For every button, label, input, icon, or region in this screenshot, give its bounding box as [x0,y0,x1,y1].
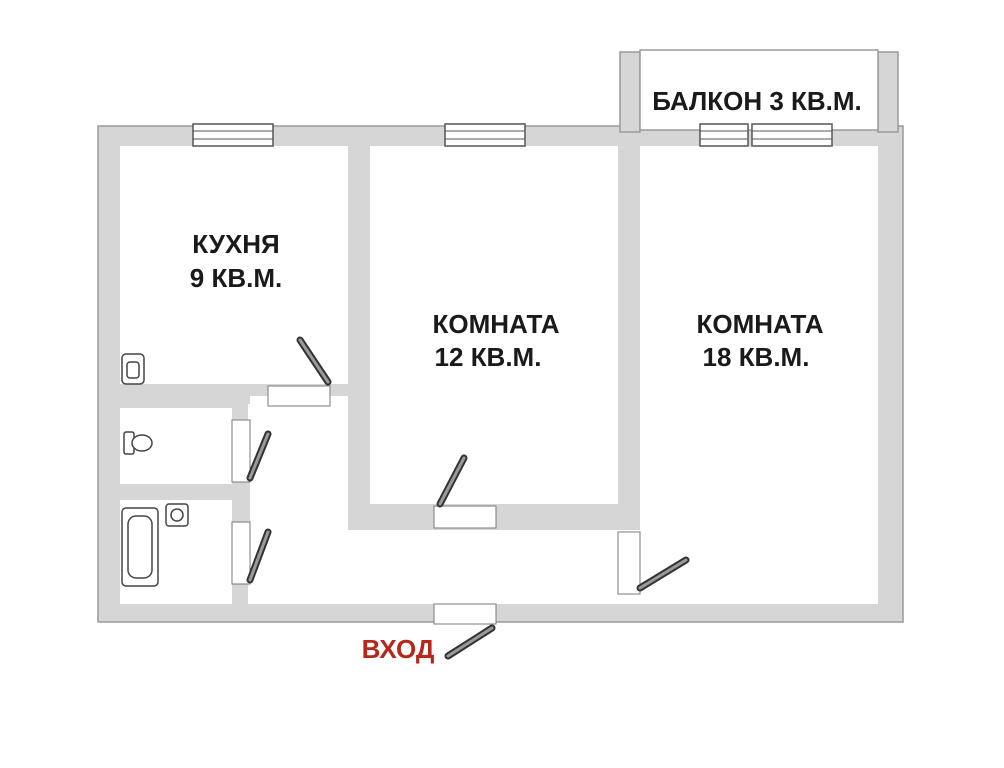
room-12-floor [370,146,618,504]
doors [231,336,690,660]
corridor-top [248,404,348,424]
door-icon [231,521,272,585]
kitchen-name: КУХНЯ [192,229,280,259]
labels: КУХНЯ 9 КВ.М. КОМНАТА 12 КВ.М. КОМНАТА 1… [190,86,862,664]
room-18-area: 18 КВ.М. [703,342,810,372]
window-icon [751,123,833,147]
window-icon [444,123,526,147]
window-icon [192,123,274,147]
window-icon [699,123,749,147]
balcony-label: БАЛКОН 3 КВ.М. [652,86,862,116]
bathtub-icon [121,507,159,587]
door-icon [617,531,690,595]
windows [192,123,833,147]
door-icon [433,454,497,529]
entrance-label: ВХОД [362,634,435,664]
kitchen-floor [120,146,348,384]
room-12-name: КОМНАТА [432,309,559,339]
room-12-area: 12 КВ.М. [435,342,542,372]
corridor-horizontal [248,530,640,604]
door-icon [231,419,272,483]
balcony-area [639,49,879,131]
sink-icon [165,503,189,527]
room-18-floor [640,146,878,604]
sink-icon [121,353,145,385]
door-icon [433,603,497,660]
room-18-name: КОМНАТА [696,309,823,339]
door-icon [267,336,332,407]
kitchen-area: 9 КВ.М. [190,263,282,293]
toilet-icon [123,431,153,455]
fixtures [121,353,189,587]
room-interiors [120,146,878,604]
